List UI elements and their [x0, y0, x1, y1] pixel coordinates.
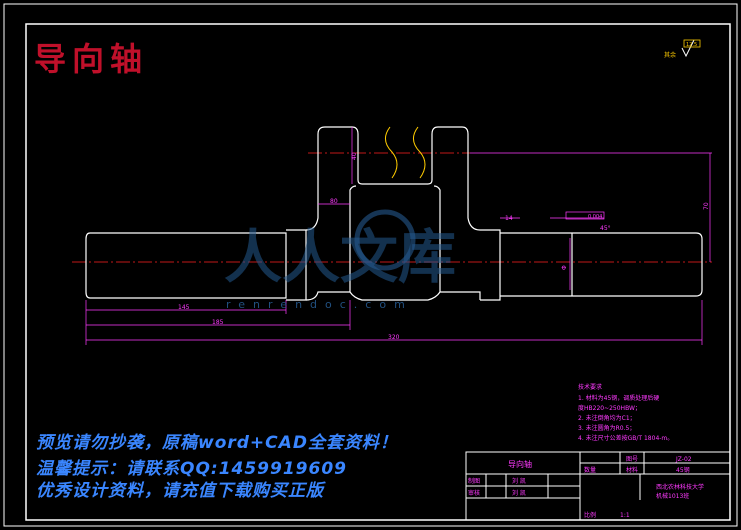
dim-14: 14: [505, 215, 513, 222]
tb-drawing-no-label: 图号: [626, 456, 638, 463]
drawing-frame-inner: [25, 23, 731, 521]
watermark-circle: [354, 209, 416, 271]
drawing-title: 导向轴: [34, 40, 149, 78]
tb-scale-label: 比例: [584, 511, 596, 519]
roughness-value: 12.5: [686, 42, 697, 48]
tech-item-2: 度HB220~250HBW；: [578, 405, 641, 412]
tech-item-4: 3. 未注圆角为R0.5；: [578, 425, 636, 432]
dimensions: [85, 127, 712, 345]
tb-school: 西北农林科技大学: [656, 483, 704, 491]
dim-145: 145: [178, 304, 190, 311]
tb-check-by: 刘 凯: [512, 489, 526, 497]
roughness-symbol: [681, 39, 695, 58]
tb-dept: 机械1013班: [656, 492, 689, 500]
dim-320: 320: [388, 334, 400, 341]
roughness-note: 其余: [664, 51, 676, 59]
tech-heading: 技术要求: [578, 384, 603, 391]
dim-70: 70: [703, 202, 710, 210]
tb-material-label: 材料: [626, 466, 638, 474]
tb-scale: 1:1: [620, 512, 630, 519]
tech-item-5: 4. 未注尺寸公差按GB/T 1804-m。: [578, 435, 674, 442]
drawing-frame-outer: [3, 3, 738, 527]
promo-line-1: 预览请勿抄袭，原稿word+CAD全套资料！: [36, 433, 398, 453]
title-block: [465, 451, 731, 521]
promo-line-2: 温馨提示：请联系QQ:1459919609: [36, 459, 347, 479]
tb-material: 45钢: [676, 466, 690, 474]
tb-check-label: 审核: [468, 489, 480, 497]
tech-item-1: 1. 材料为45钢，调质处理后硬: [578, 395, 660, 402]
dim-right-d: Φ: [561, 265, 568, 270]
shaft-outline: [85, 126, 703, 301]
roughness-box: [683, 39, 701, 48]
tb-part-name: 导向轴: [508, 459, 532, 469]
dim-185: 185: [212, 319, 224, 326]
break-line-right: [413, 126, 426, 179]
tb-drawing-no: JZ-02: [675, 456, 692, 463]
dim-40: 40: [351, 152, 358, 160]
watermark-url: renrendoc.com: [226, 298, 413, 311]
dim-80: 80: [330, 198, 338, 205]
tech-item-3: 2. 未注倒角均为C1；: [578, 415, 636, 422]
break-line-left: [385, 126, 398, 179]
tb-drawn-label: 制图: [468, 477, 480, 485]
dim-tol: 0.004: [588, 214, 602, 220]
dim-chamfer: 45°: [600, 225, 611, 232]
tb-qty-label: 数量: [584, 466, 596, 474]
tb-drawn-by: 刘 凯: [512, 477, 526, 485]
promo-line-3: 优秀设计资料，请充值下载购买正版: [36, 481, 324, 501]
watermark-text: 人人文库: [224, 223, 457, 291]
